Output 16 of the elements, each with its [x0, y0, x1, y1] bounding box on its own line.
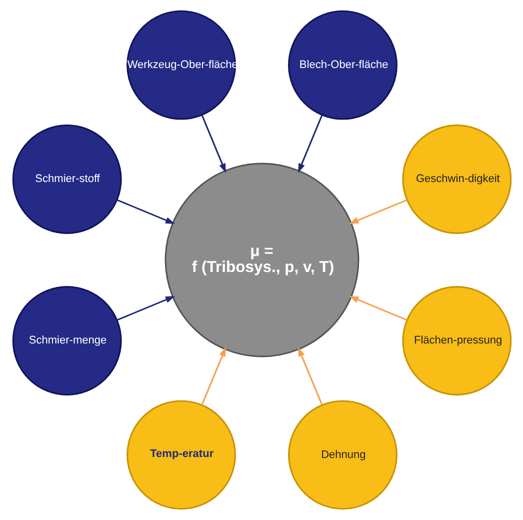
node-circle: Schmier-menge — [12, 286, 122, 396]
node-circle: Flächen-pressung — [402, 286, 512, 396]
node-circle: Blech-Ober-fläche — [288, 10, 397, 120]
node-circle: Temp-eratur — [126, 400, 236, 510]
arrow — [116, 296, 175, 321]
node-circle: Geschwin-digkeit — [402, 124, 512, 234]
arrow — [116, 199, 175, 224]
node-circle: Werkzeug-Ober-fläche — [126, 10, 236, 120]
node-circle: Dehnung — [288, 400, 397, 510]
arrow — [348, 296, 407, 321]
arrow — [298, 114, 322, 174]
arrow — [200, 114, 226, 174]
node-circle: Schmier-stoff — [12, 124, 122, 234]
arrow — [348, 199, 407, 224]
arrow — [200, 346, 226, 406]
arrow — [298, 346, 322, 406]
